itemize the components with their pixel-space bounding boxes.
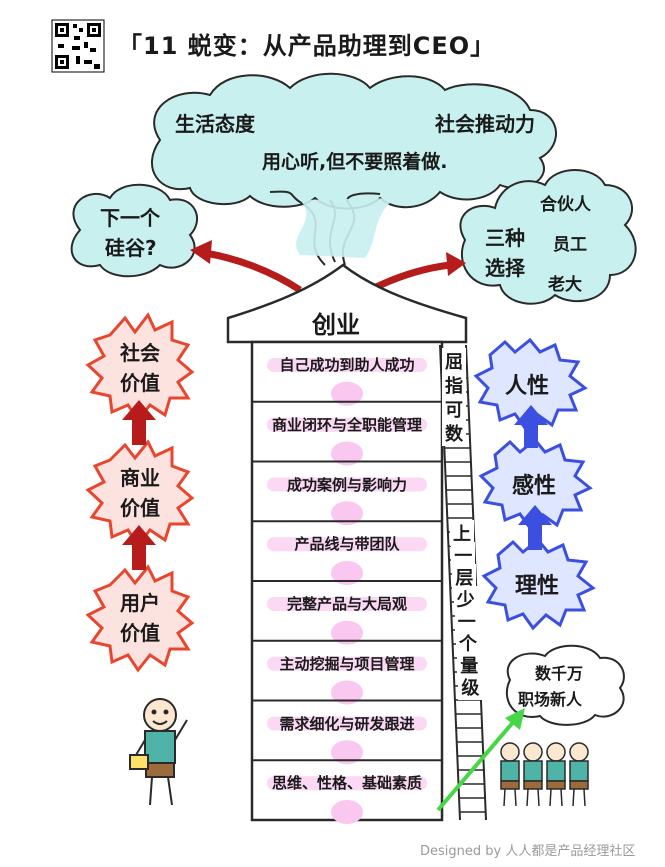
floor-glow — [331, 740, 363, 765]
floor-glow — [331, 800, 363, 824]
floor-highlight — [267, 776, 427, 791]
newcomers-line1: 数千万 — [535, 664, 584, 683]
floor-glow — [331, 501, 363, 526]
newcomer-figure — [569, 742, 589, 807]
floor-label: 思维、性格、基础素质 — [271, 774, 422, 793]
floor-highlight — [267, 358, 427, 372]
newcomer-figure — [500, 742, 520, 807]
ladder-char: 个 — [456, 630, 480, 656]
listen-label: 用心听,但不要照着做. — [262, 151, 448, 173]
floor-glow — [331, 680, 363, 705]
ladder-char: 可 — [442, 396, 466, 422]
boss-label: 老大 — [548, 275, 582, 295]
three-choices-cloud — [459, 169, 637, 305]
tower-roof — [226, 263, 468, 344]
newcomer-figure — [546, 742, 566, 807]
floor-glow — [331, 441, 363, 466]
newcomer-figure — [523, 742, 543, 807]
three-choices-line2: 选择 — [485, 256, 525, 280]
partner-label: 合伙人 — [540, 195, 591, 215]
rationality-label: 理性 — [515, 574, 560, 599]
newcomers-cloud — [505, 644, 625, 726]
ladder-char: 级 — [458, 674, 483, 700]
person-figure — [129, 698, 188, 806]
humanity-label: 人性 — [505, 374, 550, 399]
roof-label: 创业 — [312, 311, 360, 339]
floor-label: 产品线与带团队 — [294, 535, 400, 554]
ladder-char: 指 — [442, 372, 466, 398]
ladder-char: 上 — [450, 520, 474, 546]
newcomers-line2: 职场新人 — [518, 690, 583, 709]
three-choices-line1: 三种 — [485, 226, 525, 250]
next-valley-line1: 下一个 — [100, 206, 160, 230]
floor-highlight — [267, 656, 427, 671]
floor-highlight — [267, 417, 427, 432]
user-value-label: 用户价值 — [120, 591, 160, 645]
floor-highlight — [267, 477, 427, 492]
page-title: 「11 蜕变：从产品助理到CEO」 — [118, 32, 496, 60]
floor-label: 商业闭环与全职能管理 — [271, 415, 422, 434]
floor-glow — [331, 561, 363, 585]
life-attitude-label: 生活态度 — [175, 112, 255, 136]
next-valley-cloud — [70, 183, 199, 278]
floor-label: 完整产品与大局观 — [286, 595, 407, 613]
social-value-label: 社会价值 — [120, 341, 160, 395]
floor-label: 需求细化与研发跟进 — [279, 714, 415, 733]
ladder-char: 层 — [452, 564, 477, 590]
employee-label: 员工 — [553, 235, 587, 255]
floor-highlight — [267, 716, 427, 731]
ladder-char: 少 — [453, 586, 478, 612]
social-driver-label: 社会推动力 — [435, 112, 535, 136]
sensibility-label: 感性 — [512, 474, 557, 499]
ladder-char: 屈 — [442, 348, 466, 374]
top-cloud — [150, 72, 557, 210]
floor-label: 成功案例与影响力 — [286, 475, 407, 494]
floor-glow — [331, 381, 363, 406]
qr-code-icon — [51, 19, 105, 73]
business-value-label: 商业价值 — [120, 466, 160, 520]
ladder-char: 一 — [454, 608, 479, 634]
right-value-chain — [473, 337, 596, 631]
red-arrow-left — [190, 240, 302, 293]
newcomer-figures — [500, 742, 589, 807]
floor-highlight — [267, 597, 427, 611]
floor-label: 主动挖掘与项目管理 — [279, 654, 415, 673]
watermark: Designed by 人人都是产品经理社区 — [420, 844, 636, 859]
floor-glow — [331, 620, 363, 645]
floor-highlight — [267, 537, 427, 552]
ladder-char: 量 — [457, 652, 482, 678]
cloud-stream-fill — [296, 198, 395, 258]
next-valley-line2: 硅谷? — [105, 236, 157, 260]
green-arrow — [436, 708, 525, 812]
ladder-char: 数 — [442, 420, 466, 446]
ladder-char: 一 — [451, 542, 476, 568]
left-value-chain — [85, 312, 195, 673]
floor-label: 自己成功到助人成功 — [279, 356, 415, 374]
